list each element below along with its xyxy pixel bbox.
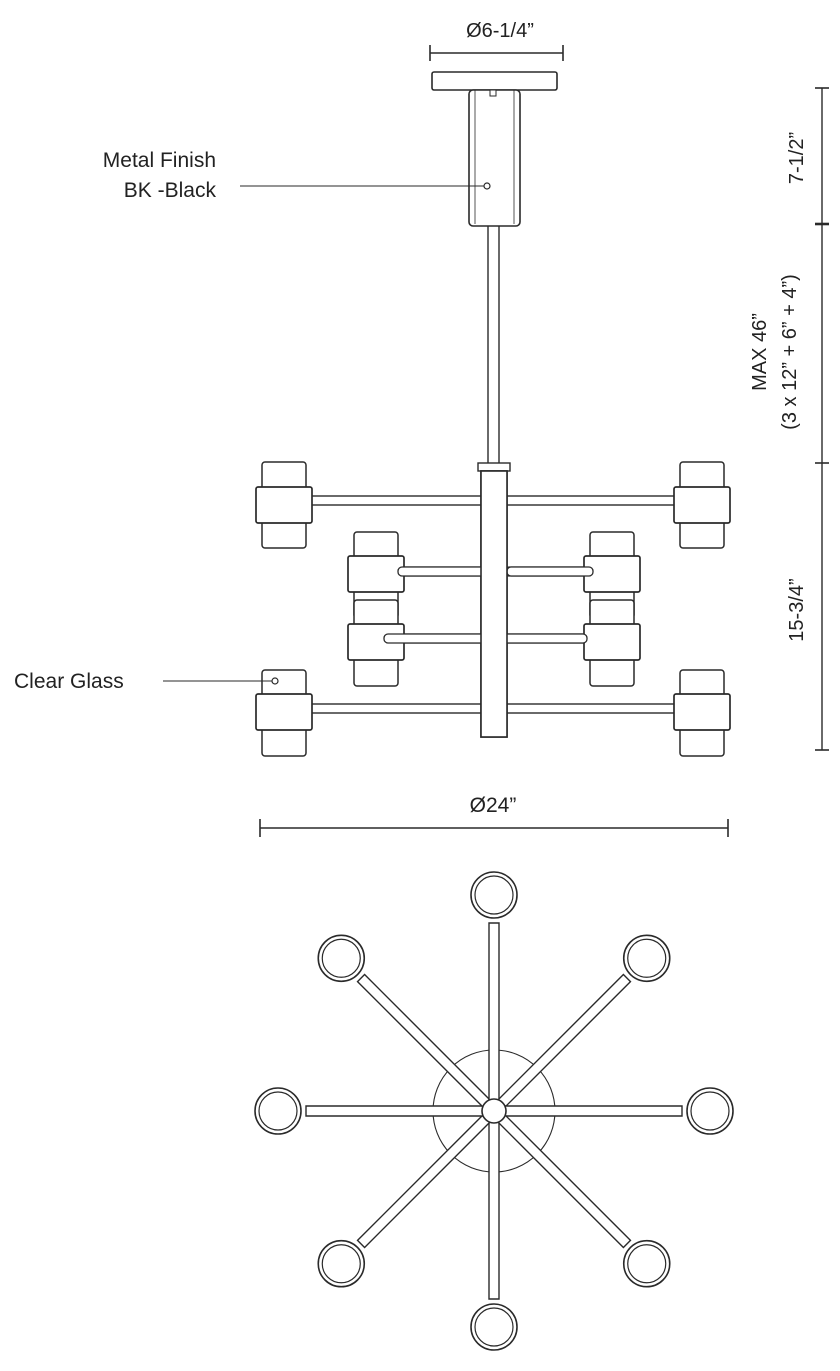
metal-finish-callout: Metal Finish BK -Black [103, 149, 484, 202]
canopy-height-label: 7-1/2” [786, 132, 808, 184]
top-view-light-bottom-left [317, 1239, 366, 1288]
light-outer-bottom-left [255, 669, 313, 757]
top-view-arm-right [493, 1105, 683, 1117]
top-view-light-left [254, 1087, 302, 1135]
light-outer-top-left [255, 461, 313, 549]
top-view-arm-bottom-right [489, 1106, 632, 1249]
top-view-light-top-right [622, 934, 671, 983]
canopy [431, 71, 558, 227]
max-height-label: MAX 46” [749, 313, 771, 391]
light-outer-bottom-right [673, 669, 731, 757]
body-height-label: 15-3/4” [786, 578, 808, 641]
top-view-arm-top [488, 922, 500, 1112]
overall-diameter-dimension: Ø24” [259, 794, 729, 837]
fixture-body [255, 461, 731, 757]
top-view-light-top-left [317, 934, 366, 983]
metal-finish-color-label: BK -Black [124, 179, 217, 202]
top-view-arm-top-left [356, 973, 499, 1116]
light-inner-lower-right [583, 599, 641, 687]
light-inner-lower-left [347, 599, 405, 687]
top-view-light-bottom-right [622, 1239, 671, 1288]
clear-glass-callout: Clear Glass [14, 670, 272, 693]
metal-finish-label: Metal Finish [103, 149, 216, 172]
top-view-arm-bottom [488, 1110, 500, 1300]
overall-diameter-label: Ø24” [470, 794, 517, 817]
max-height-breakdown-label: (3 x 12” + 6” + 4”) [779, 274, 801, 430]
top-view-light-right [686, 1087, 734, 1135]
top-view-arm-top-right [489, 973, 632, 1116]
clear-glass-label: Clear Glass [14, 670, 124, 693]
down-rod [487, 226, 500, 464]
top-view-arm-bottom-left [356, 1106, 499, 1249]
canopy-diameter-label: Ø6-1/4” [466, 20, 534, 42]
canopy-diameter-dimension: Ø6-1/4” [429, 20, 564, 61]
top-view-light-bottom [470, 1303, 518, 1351]
top-view-light-top [470, 871, 518, 919]
height-dimensions: 7-1/2” MAX 46” (3 x 12” + 6” + 4”) 15-3/… [749, 87, 829, 751]
top-view [254, 871, 734, 1351]
light-outer-top-right [673, 461, 731, 549]
top-view-arm-left [305, 1105, 495, 1117]
